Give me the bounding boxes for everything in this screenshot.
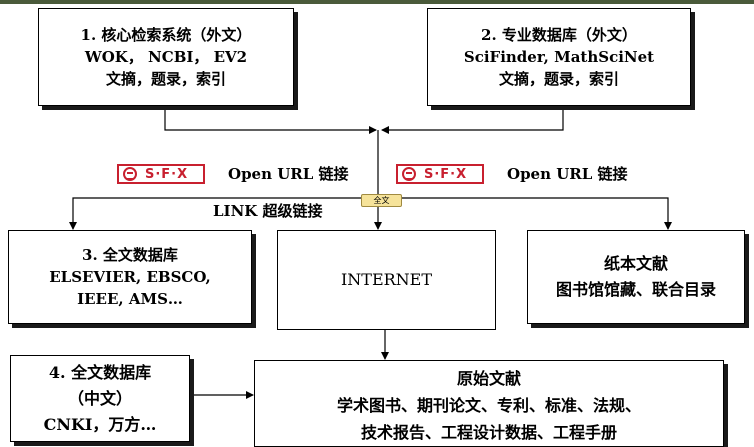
sfx-logo-right[interactable]: S·F·X: [396, 164, 484, 184]
fulltext-button[interactable]: 全文: [361, 194, 402, 207]
box-internet: INTERNET: [277, 230, 496, 330]
top-decorative-bar: [0, 0, 754, 4]
box2-title: 2. 专业数据库（外文）: [481, 26, 637, 44]
sfx-logo-text: S·F·X: [424, 166, 468, 182]
paper-title: 纸本文献: [603, 254, 668, 273]
box2-databases: SciFinder, MathSciNet: [463, 48, 655, 66]
connector-to-paper: [378, 197, 672, 230]
sfx-logo-left[interactable]: S·F·X: [117, 164, 205, 184]
openurl-label-left: Open URL 链接: [228, 165, 349, 183]
box1-systems: WOK， NCBI， EV2: [84, 48, 248, 66]
box-original-literature: 原始文献 学术图书、期刊论文、专利、标准、法规、 技术报告、工程设计数据、工程手…: [254, 360, 724, 447]
box3-databases-1: ELSEVIER, EBSCO,: [49, 268, 211, 286]
box-specialized-database: 2. 专业数据库（外文） SciFinder, MathSciNet 文摘，题录…: [427, 8, 691, 106]
connector-to-box3: [69, 197, 378, 230]
box-fulltext-database-foreign: 3. 全文数据库 ELSEVIER, EBSCO, IEEE, AMS…: [8, 230, 252, 324]
box1-types: 文摘，题录，索引: [105, 70, 226, 88]
box-print-literature: 纸本文献 图书馆馆藏、联合目录: [527, 230, 745, 324]
sfx-circle-icon: [402, 167, 416, 181]
box4-title: 4. 全文数据库: [48, 362, 152, 382]
box1-title: 1. 核心检索系统（外文）: [80, 26, 252, 44]
box-core-retrieval-system: 1. 核心检索系统（外文） WOK， NCBI， EV2 文摘，题录，索引: [38, 8, 294, 106]
connector-box1: [164, 106, 377, 134]
box4-language: （中文）: [67, 388, 132, 408]
internet-label: INTERNET: [340, 270, 433, 289]
box4-databases: CNKI，万方…: [43, 414, 157, 434]
sfx-circle-icon: [123, 167, 137, 181]
sfx-logo-text: S·F·X: [145, 166, 189, 182]
link-label: LINK 超级链接: [213, 202, 323, 220]
box-fulltext-database-chinese: 4. 全文数据库 （中文） CNKI，万方…: [10, 355, 190, 442]
box3-databases-2: IEEE, AMS…: [77, 290, 183, 308]
box3-title: 3. 全文数据库: [82, 246, 178, 264]
original-types-2: 技术报告、工程设计数据、工程手册: [360, 423, 617, 442]
original-title: 原始文献: [456, 369, 521, 388]
original-types-1: 学术图书、期刊论文、专利、标准、法规、: [336, 396, 641, 415]
openurl-label-right: Open URL 链接: [507, 165, 628, 183]
paper-catalog: 图书馆馆藏、联合目录: [555, 280, 716, 299]
box2-types: 文摘，题录，索引: [498, 70, 619, 88]
connector-box2: [381, 106, 564, 134]
